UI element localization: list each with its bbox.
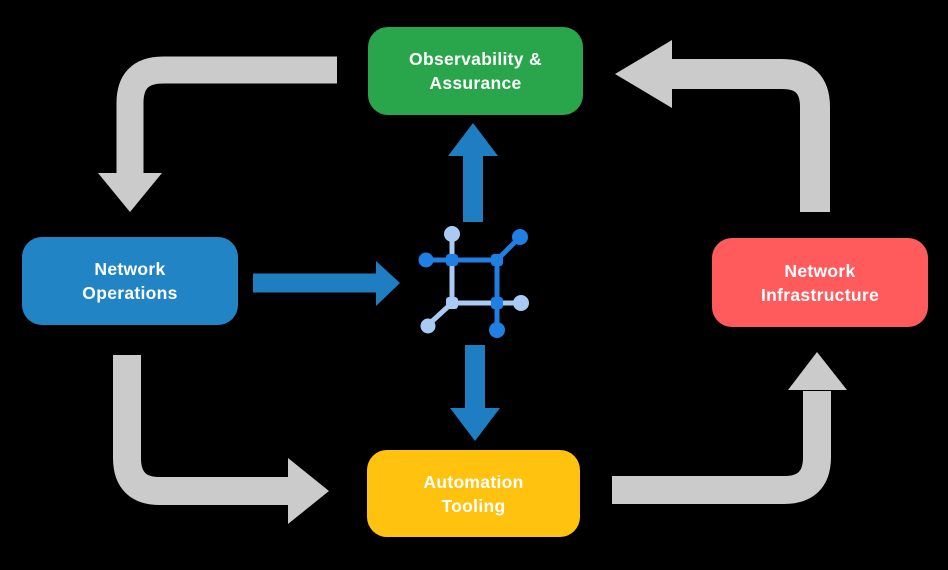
arrow-head-right-icon [376, 261, 400, 306]
arrow-head-down-icon [98, 173, 162, 212]
arrow-tooling-to-infrastructure [612, 352, 847, 504]
arrow-head-right-icon [288, 458, 329, 524]
box-label-line: Network [94, 259, 166, 279]
arrow-head-up-icon [448, 123, 498, 156]
arrow-shaft [116, 56, 337, 174]
icon-dot [513, 295, 529, 311]
arrow-head-left-icon [615, 40, 672, 108]
observability-assurance-box: Observability & Assurance [368, 27, 583, 115]
arrow-shaft [113, 355, 289, 505]
icon-dot [444, 226, 460, 242]
automation-tooling-box: Automation Tooling [367, 450, 580, 537]
icon-dot [418, 252, 434, 268]
arrow-core-to-observability [448, 123, 498, 222]
network-operations-box: Network Operations [22, 237, 238, 325]
arrow-infrastructure-to-observability [615, 40, 830, 212]
arrow-shaft [612, 391, 831, 504]
network-infrastructure-box: Network Infrastructure [712, 238, 928, 327]
arrow-operations-to-tooling [113, 355, 329, 524]
box-label-line: Operations [82, 283, 178, 303]
box-label-line: Infrastructure [761, 284, 879, 305]
icon-dot [512, 229, 528, 245]
box-label-line: Network [784, 260, 856, 281]
arrow-operations-to-core [253, 261, 400, 306]
icon-node [491, 297, 503, 309]
network-automation-core-icon [418, 226, 529, 338]
arrow-observability-to-operations [98, 56, 337, 212]
icon-dot [489, 322, 505, 338]
box-label-line: Assurance [429, 73, 522, 93]
box-label-line: Automation [423, 471, 524, 492]
arrow-core-to-tooling [450, 345, 500, 441]
box-label-line: Tooling [441, 495, 506, 516]
icon-node [446, 254, 458, 266]
arrow-shaft [671, 59, 830, 212]
box-label-line: Observability & [409, 49, 542, 69]
icon-node [491, 254, 503, 266]
icon-node [446, 297, 458, 309]
arrow-head-down-icon [450, 408, 500, 441]
arrow-head-up-icon [788, 352, 847, 390]
icon-dot [420, 318, 436, 334]
